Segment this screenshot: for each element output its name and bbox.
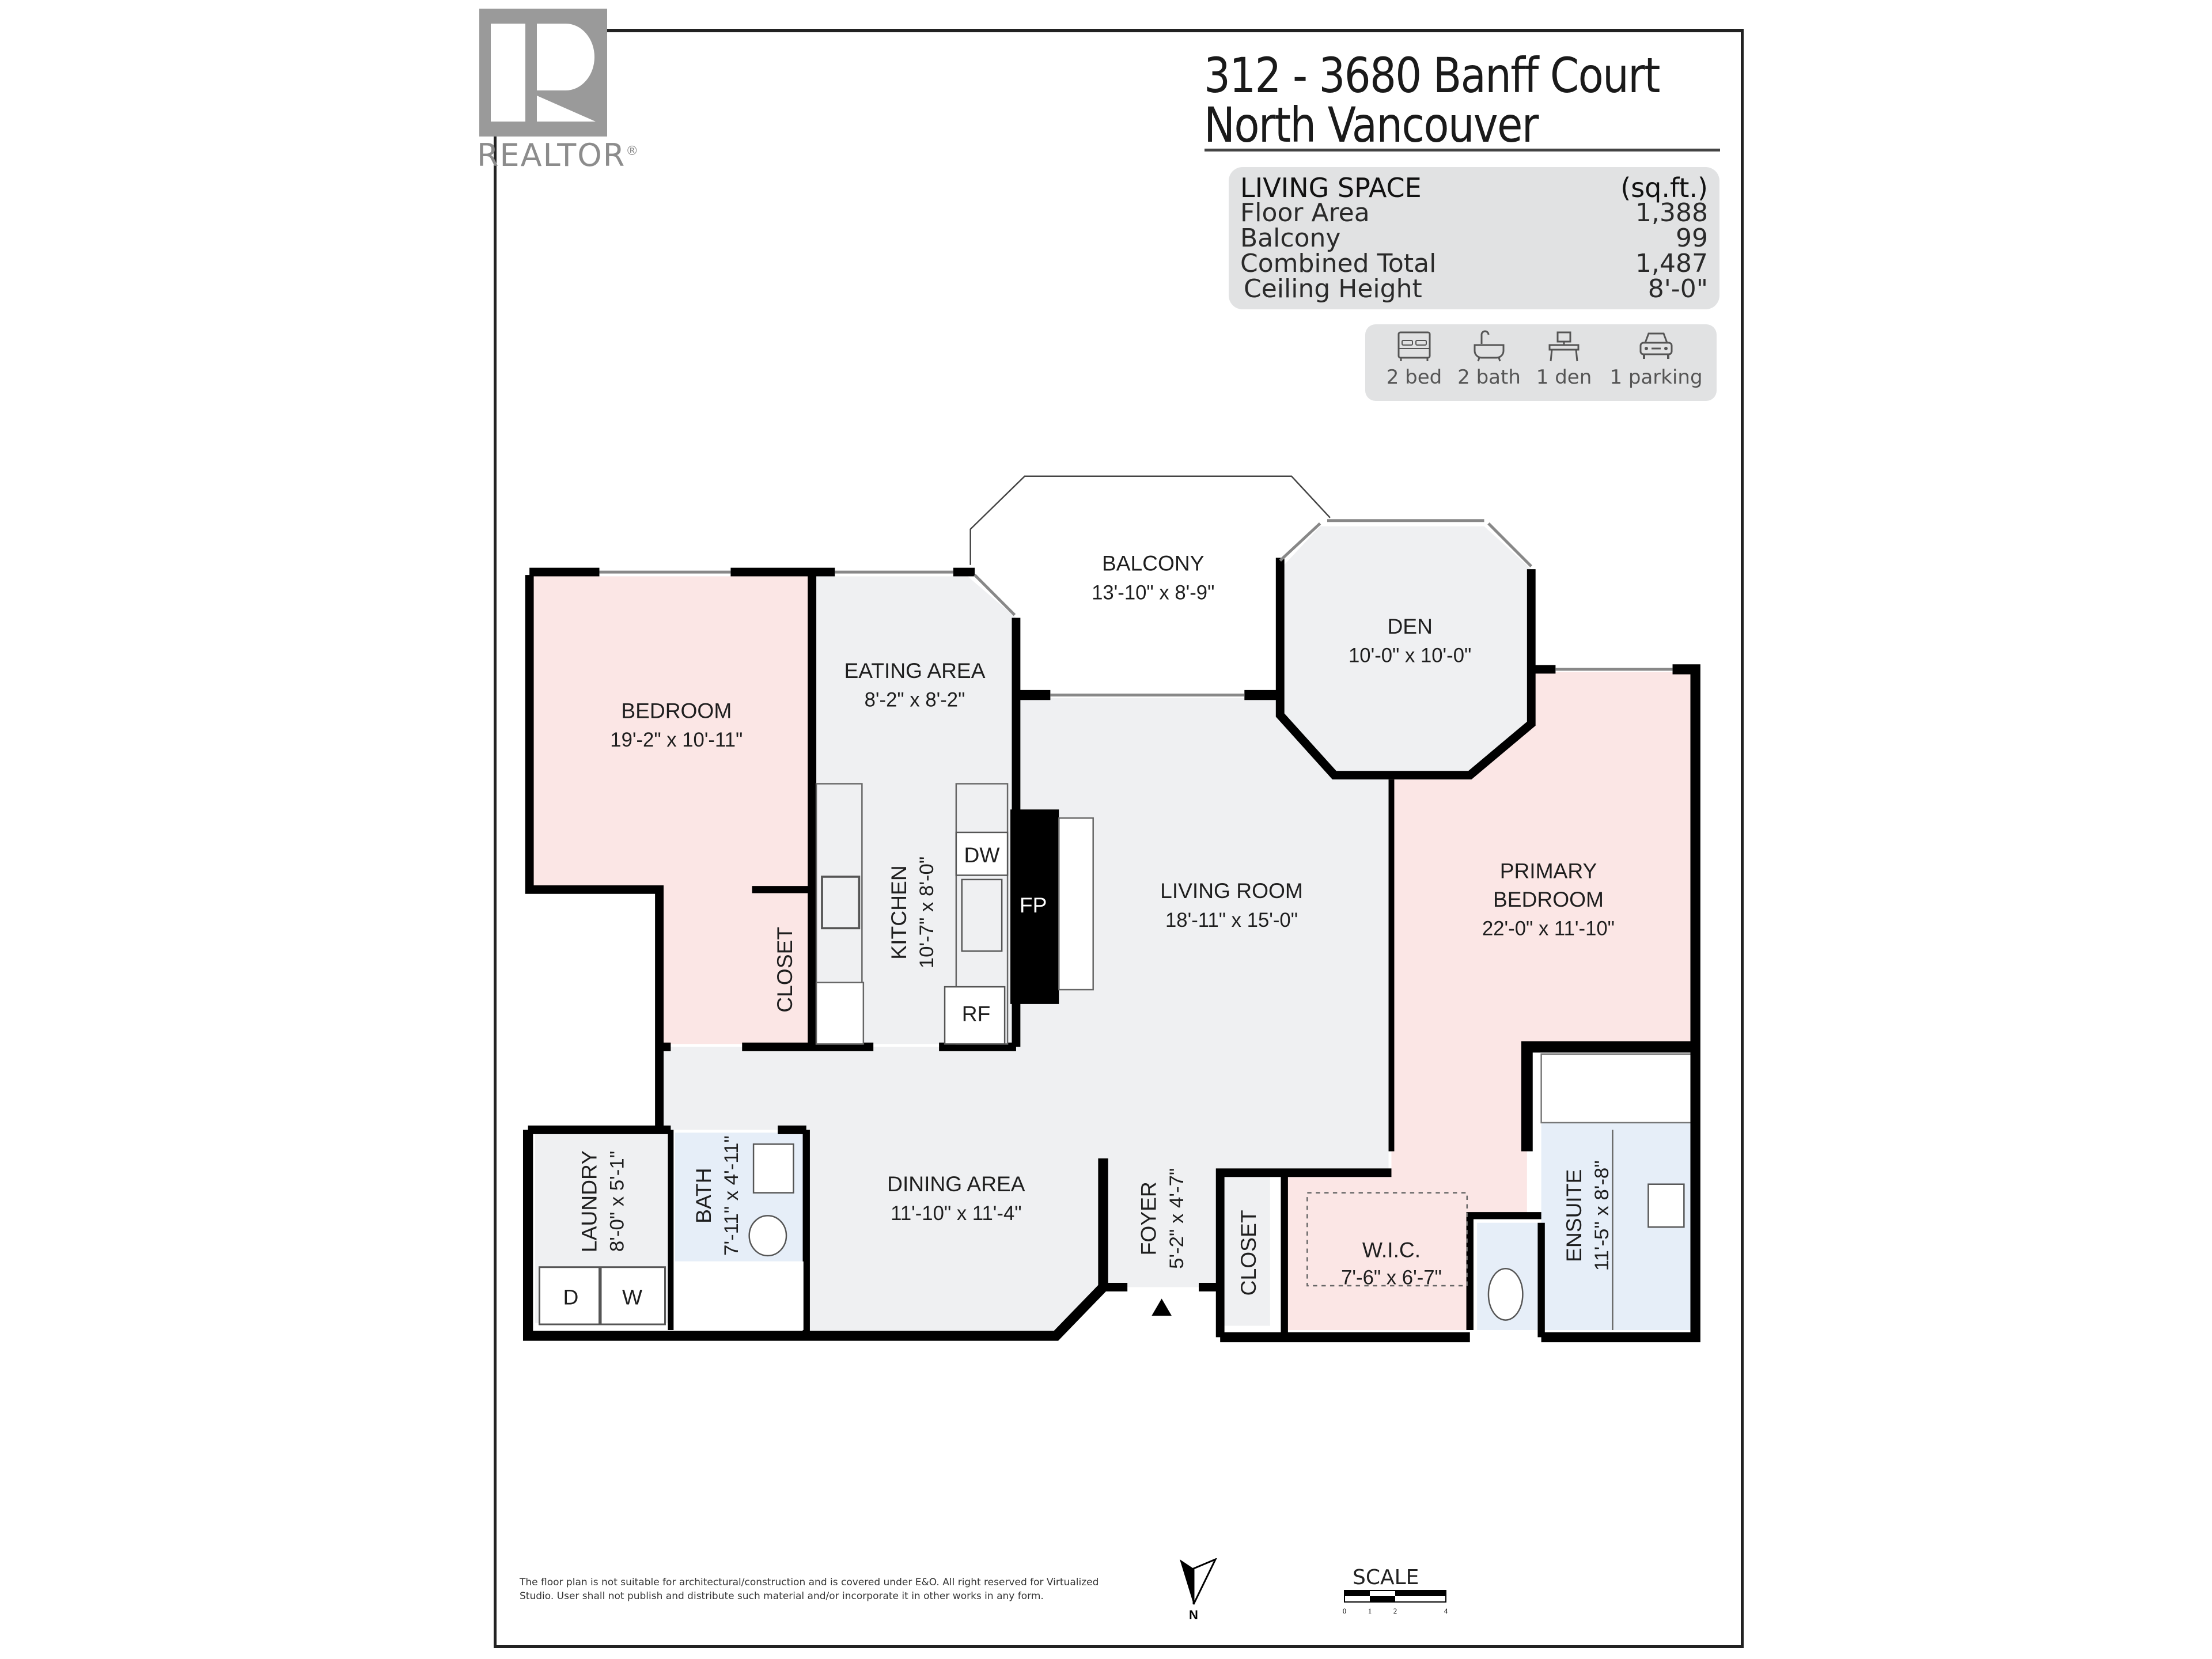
feature-bath: 2 bath bbox=[1455, 330, 1524, 389]
washer bbox=[600, 1266, 666, 1325]
fixture-label-refrigerator: RF bbox=[962, 1002, 991, 1026]
bathtub-icon bbox=[1474, 330, 1505, 362]
realtor-logo bbox=[479, 9, 607, 137]
feature-den: 1 den bbox=[1532, 330, 1596, 389]
refrigerator bbox=[944, 986, 1006, 1045]
features-panel: 2 bed 2 bath 1 den 1 parking bbox=[1365, 324, 1717, 401]
room-size-kitchen: 10'-7" x 8'-0" bbox=[916, 857, 938, 968]
walls bbox=[522, 558, 1700, 1343]
room-size-foyer: 5'-2" x 4'-7" bbox=[1166, 1168, 1188, 1269]
living-dining-fill bbox=[659, 698, 1389, 1333]
property-address: 312 - 3680 Banff Court North Vancouver bbox=[1204, 51, 1660, 150]
fixture-label-dishwasher: DW bbox=[964, 843, 1000, 867]
svg-text:4: 4 bbox=[1444, 1607, 1448, 1615]
room-label-wic: W.I.C. bbox=[1362, 1237, 1421, 1262]
room-label-foyer: FOYER bbox=[1137, 1181, 1161, 1255]
room-size-bedroom: 19'-2" x 10'-11" bbox=[610, 729, 743, 751]
room-label-primary-bedroom-2: BEDROOM bbox=[1493, 887, 1604, 911]
primary-bedroom-fill bbox=[1284, 672, 1694, 1330]
north-arrow: N bbox=[1175, 1558, 1221, 1624]
combined-total-row: Combined Total 1,487 bbox=[1240, 249, 1708, 278]
kitchen-fixtures bbox=[815, 783, 1094, 1045]
room-label-bedroom: BEDROOM bbox=[621, 698, 732, 722]
scale-bar-graphic: 0 1 2 4 bbox=[1343, 1590, 1448, 1615]
car-icon bbox=[1639, 332, 1673, 359]
room-size-ensuite: 11'-5" x 8'-8" bbox=[1591, 1160, 1613, 1271]
north-arrow-icon: N bbox=[1180, 1558, 1218, 1622]
dishwasher bbox=[955, 831, 1009, 876]
ensuite-toilet bbox=[1487, 1267, 1524, 1321]
room-label-closet-bedroom: CLOSET bbox=[772, 927, 797, 1013]
floor-area-row: Floor Area 1,388 bbox=[1240, 198, 1708, 228]
svg-text:0: 0 bbox=[1343, 1607, 1347, 1615]
address-line-2: North Vancouver bbox=[1204, 97, 1539, 153]
room-size-laundry: 8'-0" x 5'-1" bbox=[607, 1151, 628, 1252]
room-label-kitchen: KITCHEN bbox=[887, 865, 911, 959]
room-label-den: DEN bbox=[1387, 614, 1432, 638]
realtor-logo-text: REALTOR® bbox=[477, 137, 640, 173]
room-label-closet-foyer: CLOSET bbox=[1236, 1210, 1260, 1296]
room-size-balcony: 13'-10" x 8'-9" bbox=[1092, 582, 1214, 604]
room-label-eating-area: EATING AREA bbox=[844, 658, 986, 683]
scale-bar: SCALE 0 1 2 4 bbox=[1342, 1566, 1457, 1621]
ensuite-fill bbox=[1477, 1122, 1691, 1330]
svg-text:2: 2 bbox=[1393, 1607, 1397, 1615]
wic-shelving bbox=[1306, 1192, 1468, 1287]
living-space-panel: LIVING SPACE (sq.ft.) Floor Area 1,388 B… bbox=[1229, 167, 1719, 309]
room-size-wic: 7'-6" x 6'-7" bbox=[1341, 1267, 1442, 1289]
bath-sink bbox=[752, 1143, 794, 1194]
fireplace bbox=[1010, 809, 1059, 1004]
living-space-header: LIVING SPACE (sq.ft.) bbox=[1240, 172, 1708, 203]
foyer-closet-fill bbox=[1223, 1175, 1270, 1326]
room-label-dining-area: DINING AREA bbox=[887, 1172, 1025, 1196]
cooktop-icon bbox=[821, 876, 861, 930]
realtor-r-icon bbox=[491, 24, 596, 122]
dryer bbox=[538, 1266, 601, 1325]
svg-text:N: N bbox=[1189, 1608, 1198, 1622]
fixture-label-dryer: D bbox=[563, 1285, 579, 1309]
feature-parking: 1 parking bbox=[1607, 330, 1705, 389]
windows bbox=[599, 519, 1673, 697]
page-frame bbox=[494, 29, 1744, 1648]
bed-icon bbox=[1397, 331, 1431, 361]
ensuite-tub bbox=[1540, 1053, 1692, 1124]
room-label-living-room: LIVING ROOM bbox=[1160, 878, 1303, 903]
sink-icon bbox=[961, 878, 1003, 952]
bath-tub-area bbox=[675, 1261, 804, 1330]
fixture-label-fireplace: FP bbox=[1020, 893, 1047, 917]
svg-text:1: 1 bbox=[1368, 1607, 1372, 1615]
entry-arrow-icon bbox=[1152, 1298, 1172, 1316]
room-size-eating-area: 8'-2" x 8'-2" bbox=[865, 689, 965, 711]
address-line-1: 312 - 3680 Banff Court bbox=[1204, 47, 1660, 104]
room-label-bath: BATH bbox=[691, 1168, 715, 1224]
balcony-area-row: Balcony 99 bbox=[1240, 224, 1708, 253]
feature-bed: 2 bed bbox=[1382, 330, 1446, 389]
laundry-bath-fixtures bbox=[538, 1130, 1685, 1330]
desk-icon bbox=[1548, 331, 1580, 362]
room-size-primary-bedroom: 22'-0" x 11'-10" bbox=[1482, 918, 1615, 940]
ceiling-height-row: Ceiling Height 8'-0" bbox=[1244, 274, 1708, 304]
scale-title: SCALE bbox=[1353, 1566, 1419, 1589]
den-fill bbox=[1280, 526, 1532, 780]
room-size-living-room: 18'-11" x 15'-0" bbox=[1165, 910, 1298, 931]
room-size-dining-area: 11'-10" x 11'-4" bbox=[891, 1203, 1021, 1225]
room-label-laundry: LAUNDRY bbox=[577, 1150, 601, 1252]
fixture-label-washer: W bbox=[622, 1285, 642, 1309]
bedroom-fill bbox=[533, 576, 811, 1044]
balcony-outline bbox=[969, 475, 1331, 565]
room-label-balcony: BALCONY bbox=[1102, 551, 1205, 575]
disclaimer-text: The floor plan is not suitable for archi… bbox=[520, 1577, 1099, 1602]
title-divider bbox=[1205, 149, 1720, 151]
room-size-bath: 7'-11" x 4'-11" bbox=[721, 1135, 743, 1256]
hearth bbox=[1058, 817, 1094, 991]
room-label-primary-bedroom-1: PRIMARY bbox=[1500, 858, 1597, 882]
room-size-den: 10'-0" x 10'-0" bbox=[1349, 645, 1471, 666]
bath-toilet bbox=[748, 1215, 787, 1257]
room-label-ensuite: ENSUITE bbox=[1562, 1169, 1586, 1262]
ensuite-sink bbox=[1647, 1183, 1685, 1228]
